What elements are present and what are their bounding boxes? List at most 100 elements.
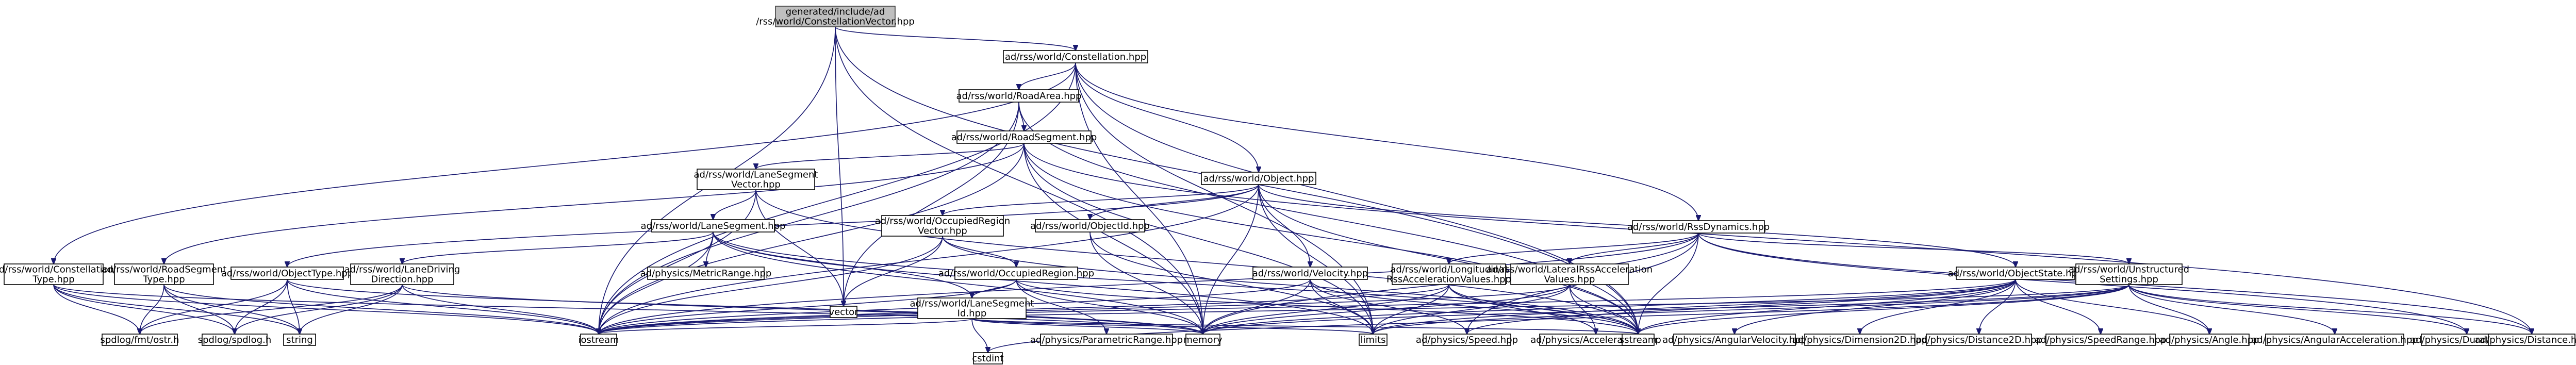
edge-objectid-to-memory (1089, 231, 1203, 334)
edge-constellation-to-limits (1075, 62, 1373, 334)
edge-lanesegmentid-to-memory (971, 318, 1203, 334)
edge-lanedriving-to-string (300, 284, 403, 334)
edge-roadsegmenttype-to-fmt (140, 284, 164, 334)
edge-occupiedregionvector-to-vector (844, 236, 943, 306)
edge-velocity-to-speed (1310, 279, 1467, 334)
node-box (230, 267, 344, 280)
edge-object-to-iostream (599, 184, 1259, 334)
node-metricrange[interactable]: ad/physics/MetricRange.hpp (640, 267, 772, 280)
node-box (1673, 334, 1796, 346)
edge-objectid-to-limits (1089, 231, 1373, 334)
node-angle[interactable]: ad/physics/Angle.hpp (2160, 334, 2259, 346)
node-label: sstream (1620, 335, 1657, 345)
edge-constellation-to-object (1075, 62, 1259, 172)
node-distance[interactable]: ad/physics/Distance.hpp (2475, 334, 2576, 346)
node-box (2169, 334, 2250, 346)
edge-lanesegment-to-sstream (713, 231, 1638, 334)
node-lataccel[interactable]: ad/rss/world/LateralRssAccelerationValue… (1487, 263, 1653, 285)
edge-objecttype-to-spdlog (235, 279, 288, 334)
node-rssdynamics[interactable]: ad/rss/world/RssDynamics.hpp (1627, 220, 1770, 234)
node-spdlog[interactable]: spdlog/spdlog.h (198, 334, 272, 346)
node-objecttype[interactable]: ad/rss/world/ObjectType.hpp (221, 267, 353, 280)
edge-constellation-to-memory (1075, 62, 1203, 334)
node-string[interactable]: string (283, 334, 316, 346)
edge-unstructured-to-distance (2128, 284, 2532, 334)
edge-roadsegment-to-roadsegmenttype (164, 143, 1025, 264)
node-label: limits (1361, 335, 1386, 345)
node-label: Type.hpp (142, 274, 185, 285)
node-velocity[interactable]: ad/rss/world/Velocity.hpp (1252, 267, 1368, 280)
node-box (956, 130, 1092, 144)
edge-velocity-to-sstream (1310, 279, 1638, 334)
node-box (1423, 334, 1511, 346)
node-label: Settings.hpp (2100, 274, 2158, 285)
node-paramrange[interactable]: ad/physics/ParametricRange.hpp (1030, 334, 1183, 346)
edge-roadarea-to-roadsegment (1018, 102, 1024, 131)
node-label: /rss/world/ConstellationVector.hpp (756, 16, 915, 27)
node-label: ad/rss/world/Object.hpp (1203, 173, 1314, 184)
node-limits[interactable]: limits (1359, 334, 1388, 346)
node-label: cstdint (972, 353, 1003, 364)
node-box (1392, 263, 1506, 285)
edge-longaccel-to-acceleration (1448, 284, 1596, 334)
node-label: memory (1183, 335, 1223, 345)
edge-objecttype-to-fmt (140, 279, 288, 334)
node-label: ad/rss/world/RssDynamics.hpp (1627, 222, 1770, 233)
node-angaccel[interactable]: ad/physics/AngularAcceleration.hpp (2251, 334, 2418, 346)
edge-unstructured-to-duration (2128, 284, 2467, 334)
node-objectstate[interactable]: ad/rss/world/ObjectState.hpp (1948, 267, 2084, 280)
node-box (1926, 334, 2032, 346)
edge-lanesegmentid-to-limits (971, 318, 1373, 334)
edge-constellation-to-iostream (599, 62, 1076, 334)
edge-velocity-to-limits (1310, 279, 1373, 334)
node-label: ad/physics/AngularVelocity.hpp (1662, 335, 1807, 345)
edge-objectstate-to-speedrange (2015, 279, 2101, 334)
node-box (697, 169, 815, 190)
node-objectid[interactable]: ad/rss/world/ObjectId.hpp (1030, 219, 1150, 233)
node-iostream[interactable]: iostream (578, 334, 619, 346)
node-root[interactable]: generated/include/ad/rss/world/Constella… (756, 6, 915, 27)
node-label: ad/rss/world/OccupiedRegion.hpp (938, 268, 1094, 279)
edge-longaccel-to-limits (1373, 284, 1449, 334)
node-label: ad/rss/world/LaneDriving (344, 264, 460, 275)
node-cstdint[interactable]: cstdint (972, 352, 1004, 364)
edge-objectstate-to-iostream (599, 279, 2016, 334)
node-dim2d[interactable]: ad/physics/Dimension2D.hpp (1792, 334, 1928, 346)
edge-constellationtype-to-iostream (53, 284, 599, 334)
edge-root-to-vector (835, 26, 844, 306)
node-longaccel[interactable]: ad/rss/world/LongitudinalRssAcceleration… (1386, 263, 1511, 285)
node-label: ad/physics/MetricRange.hpp (640, 268, 772, 279)
node-vector[interactable]: vector (829, 306, 858, 318)
node-constellation[interactable]: ad/rss/world/Constellation.hpp (1003, 50, 1148, 63)
node-lanesegment[interactable]: ad/rss/world/LaneSegment.hpp (641, 219, 786, 233)
node-box (2488, 334, 2575, 346)
node-sstream[interactable]: sstream (1620, 334, 1657, 346)
node-label: ad/rss/world/LaneSegment (910, 298, 1034, 309)
node-speedrange[interactable]: ad/physics/SpeedRange.hpp (2035, 334, 2167, 346)
node-fmt[interactable]: spdlog/fmt/ostr.h (100, 334, 179, 346)
node-angvel[interactable]: ad/physics/AngularVelocity.hpp (1662, 334, 1807, 346)
edge-lataccel-to-iostream (599, 284, 1570, 334)
edge-lanesegmentid-to-cstdint (971, 318, 988, 353)
node-label: ad/rss/world/Velocity.hpp (1252, 268, 1368, 279)
node-roadarea[interactable]: ad/rss/world/RoadArea.hpp (956, 89, 1082, 103)
node-label: ad/physics/Distance.hpp (2475, 335, 2576, 345)
node-roadsegment[interactable]: ad/rss/world/RoadSegment.hpp (951, 130, 1097, 144)
node-dist2d[interactable]: ad/physics/Distance2D.hpp (1916, 334, 2042, 346)
node-label: ad/rss/world/Longitudinal (1390, 264, 1507, 275)
node-speed[interactable]: ad/physics/Speed.hpp (1416, 334, 1518, 346)
edge-unstructured-to-angaccel (2128, 284, 2335, 334)
node-memory[interactable]: memory (1183, 334, 1223, 346)
node-object[interactable]: ad/rss/world/Object.hpp (1201, 172, 1316, 185)
node-box (973, 352, 1003, 364)
node-occupiedregion[interactable]: ad/rss/world/OccupiedRegion.hpp (938, 267, 1094, 280)
node-box (102, 334, 178, 346)
